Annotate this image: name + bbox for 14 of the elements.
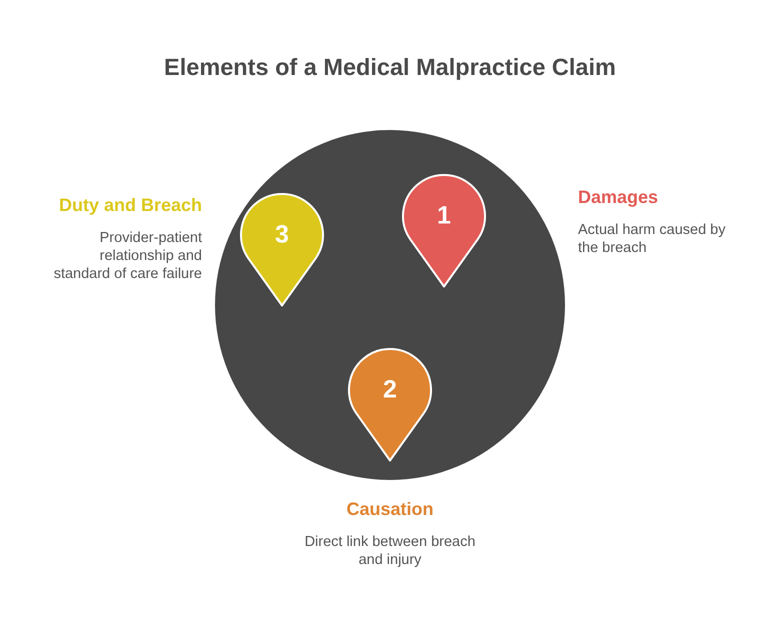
location-pin <box>348 348 432 462</box>
step-heading: Damages <box>578 186 658 208</box>
location-pin <box>402 174 486 288</box>
step-heading: Causation <box>346 498 434 520</box>
title: Elements of a Medical Malpractice Claim <box>164 54 616 80</box>
step-heading: Duty and Breach <box>58 194 202 216</box>
step-number: 1 <box>437 204 451 228</box>
step-description: Provider-patient relationship and standard of care failure <box>52 229 202 283</box>
step-description: Actual harm caused by the breach <box>578 221 726 257</box>
step-description: Direct link between breach and injury <box>304 533 476 569</box>
step-number: 2 <box>383 378 397 402</box>
background-circle <box>215 130 565 480</box>
step-number: 3 <box>275 222 289 248</box>
location-pin <box>240 193 324 307</box>
